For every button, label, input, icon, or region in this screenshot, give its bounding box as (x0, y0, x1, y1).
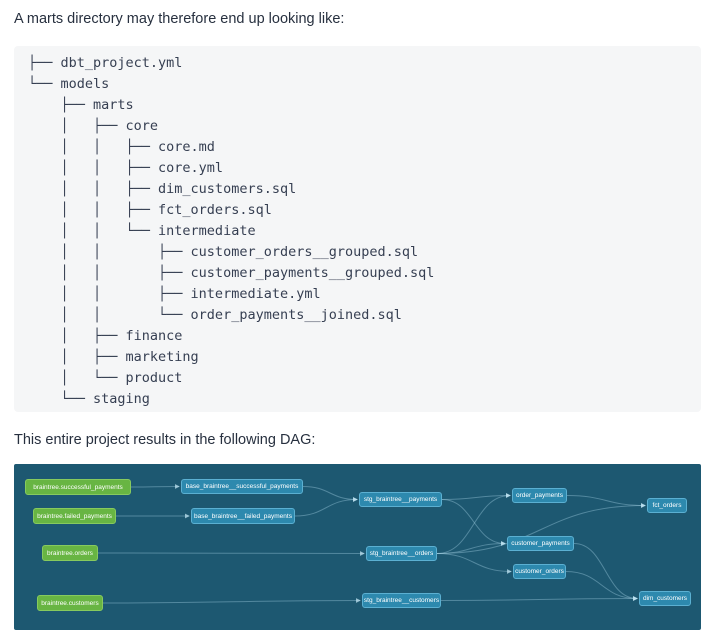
dag-edges-layer (97, 484, 646, 604)
dag-node-order_payments: order_payments (512, 488, 567, 503)
dag-node-base_braintree__failed_payments: base_braintree__failed_payments (191, 508, 295, 524)
intro-paragraph: A marts directory may therefore end up l… (14, 11, 345, 27)
dag-node-stg_braintree__customers: stg_braintree__customers (362, 593, 441, 608)
dag-intro-paragraph: This entire project results in the follo… (14, 432, 316, 448)
dag-node-stg_braintree__orders: stg_braintree__orders (366, 546, 437, 561)
dag-edge-customer_orders--dim_customers (565, 571, 638, 601)
dag-edge-stg_braintree__payments--customer_payments (441, 499, 506, 546)
dag-edge-stg_braintree__payments--order_payments (441, 493, 511, 500)
dag-node-braintree.failed_payments: braintree.failed_payments (33, 508, 116, 524)
dag-node-braintree.orders: braintree.orders (42, 545, 98, 561)
dag-edge-braintree.customers--stg_braintree__customers (102, 598, 361, 604)
dag-edge-stg_braintree__customers--dim_customers (440, 596, 638, 602)
dag-edge-base_braintree__successful_payments--stg_braintree__payments (302, 486, 358, 502)
dag-node-stg_braintree__payments: stg_braintree__payments (359, 492, 442, 507)
directory-tree-code-block: ├── dbt_project.yml └── models ├── marts… (14, 46, 701, 412)
dag-node-base_braintree__successful_payments: base_braintree__successful_payments (181, 479, 303, 494)
dag-edge-stg_braintree__orders--customer_payments (436, 541, 506, 554)
dag-node-dim_customers: dim_customers (639, 591, 691, 606)
dag-node-customer_payments: customer_payments (507, 536, 574, 551)
dag-edge-braintree.orders--stg_braintree__orders (97, 550, 365, 556)
dag-edge-braintree.successful_payments--base_braintree__successful_payments (130, 484, 180, 490)
dag-edge-stg_braintree__orders--fct_orders (436, 503, 646, 554)
dag-node-customer_orders: customer_orders (513, 564, 566, 579)
dag-node-braintree.customers: braintree.customers (37, 595, 103, 611)
dag-edge-order_payments--fct_orders (566, 495, 646, 508)
dag-canvas: braintree.successful_payments braintree.f… (14, 464, 701, 630)
dag-edge-base_braintree__failed_payments--stg_braintree__payments (294, 497, 358, 517)
dag-edge-stg_braintree__orders--customer_orders (436, 553, 512, 574)
dag-node-braintree.successful_payments: braintree.successful_payments (25, 479, 131, 495)
dag-node-fct_orders: fct_orders (647, 498, 687, 513)
dag-edge-stg_braintree__orders--order_payments (436, 493, 511, 554)
dag-edge-customer_payments--dim_customers (573, 543, 638, 601)
